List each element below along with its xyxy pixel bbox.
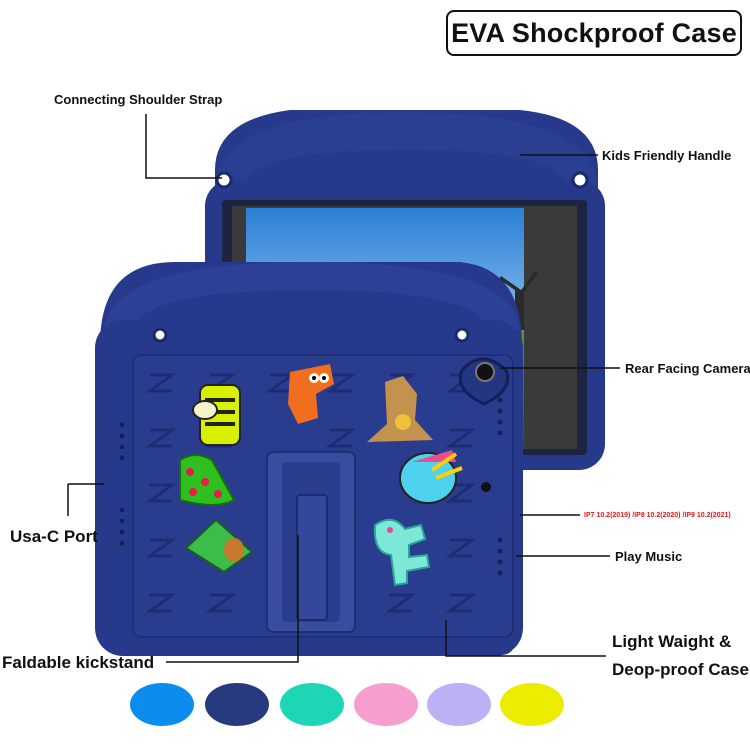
sticker-kangaroo <box>367 376 433 442</box>
title-box: EVA Shockproof Case <box>446 10 742 56</box>
sticker-piano <box>184 518 254 574</box>
color-option-pink[interactable] <box>354 683 418 726</box>
sticker-tree <box>179 454 236 506</box>
sticker-elephant <box>373 518 431 587</box>
color-option-mint[interactable] <box>280 683 344 726</box>
label-play-music: Play Music <box>615 549 683 564</box>
label-usb-c-port: Usa-C Port <box>10 527 98 546</box>
label-shoulder-strap: Connecting Shoulder Strap <box>54 92 223 107</box>
sticker-bee <box>192 384 241 446</box>
color-option-lavender[interactable] <box>427 683 491 726</box>
label-kickstand: Faldable kickstand <box>2 653 155 672</box>
label-compatible-models: IP7 10.2(2019) /IP8 10.2(2020) /IP9 10.2… <box>584 512 731 519</box>
page-title: EVA Shockproof Case <box>451 17 737 48</box>
color-option-yellow[interactable] <box>500 683 564 726</box>
color-option-navy[interactable] <box>205 683 269 726</box>
sticker-bag <box>399 450 463 504</box>
label-light-weight: Light Waight & <box>612 632 732 651</box>
label-handle: Kids Friendly Handle <box>602 148 732 163</box>
color-option-blue[interactable] <box>130 683 194 726</box>
label-drop-proof: Deop-proof Case <box>612 660 749 679</box>
front-case <box>95 262 523 656</box>
sticker-fox <box>288 364 334 424</box>
label-camera: Rear Facing Camera <box>625 361 750 376</box>
